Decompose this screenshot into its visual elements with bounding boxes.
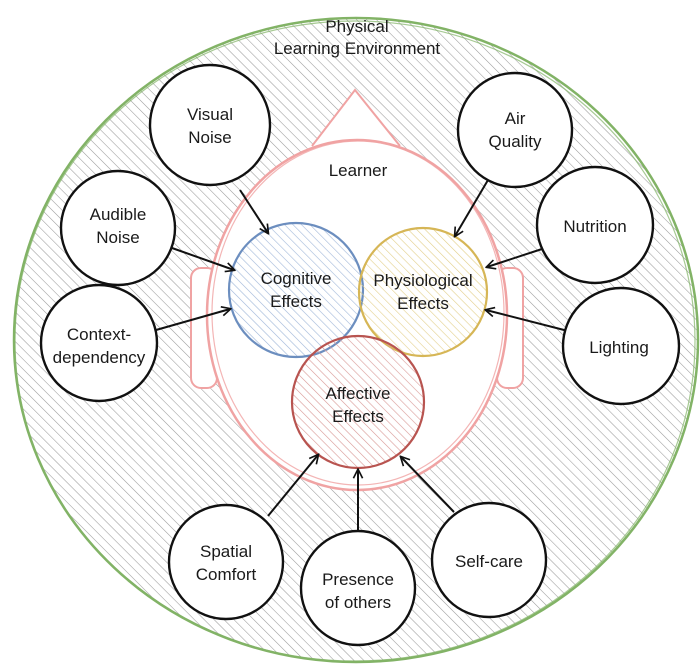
audible-noise-line1: Audible <box>90 205 147 224</box>
cognitive-effects-node: Cognitive Effects <box>227 221 365 359</box>
air-quality-node: Air Quality <box>456 71 574 189</box>
physiological-label-line1: Physiological <box>373 271 472 290</box>
self-care-node: Self-care <box>430 501 548 619</box>
arrow-self-care <box>401 457 455 513</box>
visual-noise-line2: Noise <box>188 128 231 147</box>
spatial-comfort-line1: Spatial <box>200 542 252 561</box>
affective-effects-node: Affective Effects <box>290 334 426 470</box>
physiological-label-line2: Effects <box>397 294 449 313</box>
air-quality-line1: Air <box>505 109 526 128</box>
context-dependency-line1: Context- <box>67 325 131 344</box>
environment-label-line1: Physical <box>325 17 388 36</box>
learner-label: Learner <box>329 161 388 180</box>
arrow-context-dependency <box>155 309 230 331</box>
spatial-comfort-node: Spatial Comfort <box>167 503 285 621</box>
affective-label-line2: Effects <box>332 407 384 426</box>
lighting-line1: Lighting <box>589 338 649 357</box>
head-top-point <box>311 88 401 147</box>
affective-label-line1: Affective <box>326 384 391 403</box>
nutrition-node: Nutrition <box>535 165 655 285</box>
cognitive-label-line2: Effects <box>270 292 322 311</box>
audible-noise-node: Audible Noise <box>59 169 177 287</box>
self-care-line1: Self-care <box>455 552 523 571</box>
visual-noise-node: Visual Noise <box>148 63 272 187</box>
cognitive-label-line1: Cognitive <box>261 269 332 288</box>
visual-noise-line1: Visual <box>187 105 233 124</box>
arrow-lighting <box>486 310 569 332</box>
context-dependency-line2: dependency <box>53 348 146 367</box>
arrow-air-quality <box>455 179 489 236</box>
arrow-spatial-comfort <box>267 455 318 517</box>
spatial-comfort-line2: Comfort <box>196 565 257 584</box>
audible-noise-line2: Noise <box>96 228 139 247</box>
arrow-visual-noise <box>239 189 268 233</box>
arrow-nutrition <box>487 248 543 267</box>
air-quality-line2: Quality <box>489 132 542 151</box>
context-dependency-node: Context- dependency <box>39 283 159 403</box>
lighting-node: Lighting <box>561 286 681 406</box>
presence-of-others-line2: of others <box>325 593 391 612</box>
presence-of-others-node: Presence of others <box>299 529 417 647</box>
physiological-effects-node: Physiological Effects <box>357 226 489 358</box>
arrow-audible-noise <box>171 247 234 270</box>
arrows <box>155 179 569 532</box>
presence-of-others-line1: Presence <box>322 570 394 589</box>
environment-label-line2: Learning Environment <box>274 39 441 58</box>
nutrition-line1: Nutrition <box>563 217 626 236</box>
